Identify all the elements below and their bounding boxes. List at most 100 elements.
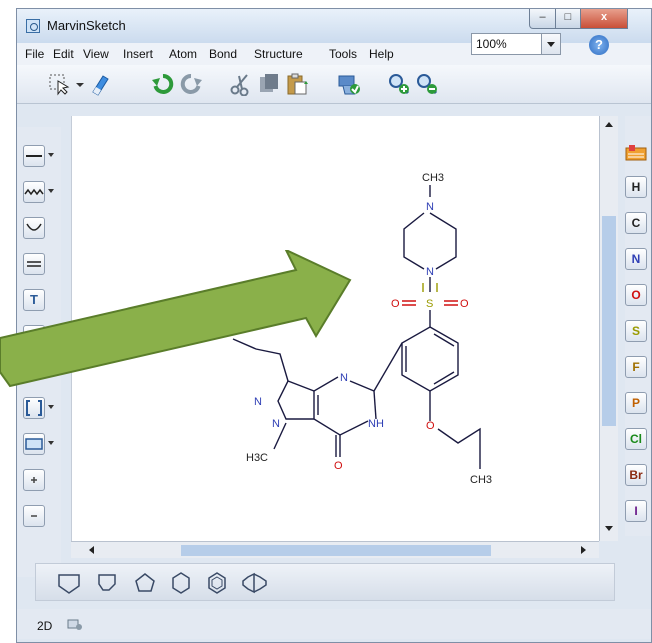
scroll-left-icon[interactable]	[89, 546, 94, 554]
canvas-vertical-scrollbar[interactable]	[599, 116, 618, 541]
scroll-up-icon[interactable]	[605, 122, 613, 127]
bracket-tool[interactable]	[23, 397, 45, 419]
pyrazole-n1-label: N	[254, 396, 262, 408]
pyrimidine-n-label: N	[340, 372, 348, 384]
atom-br-label: Br	[629, 468, 643, 482]
carbonyl-o-label: O	[334, 460, 343, 472]
atom-p-label: P	[631, 396, 640, 410]
shape-dropdown-icon[interactable]	[48, 441, 54, 445]
sulfonyl-o-left-label: O	[391, 298, 400, 310]
paste-icon[interactable]	[285, 72, 309, 96]
ether-o-label: O	[426, 420, 435, 432]
atom-c-button[interactable]: C	[625, 212, 647, 234]
menu-insert[interactable]: Insert	[123, 47, 154, 61]
bracket-icon	[26, 400, 42, 416]
redo-icon[interactable]	[179, 72, 203, 96]
piperazine-n1-label: N	[426, 201, 434, 213]
eraser-icon[interactable]	[87, 72, 111, 96]
menu-view[interactable]: View	[83, 47, 109, 61]
menu-bond[interactable]: Bond	[209, 47, 238, 61]
copy-icon[interactable]	[257, 72, 281, 96]
clean-structure-icon[interactable]	[337, 72, 361, 96]
status-bar: 2D	[17, 609, 651, 639]
ring-template-toolbar	[35, 563, 615, 601]
pyrazole-n2-label: N	[272, 418, 280, 430]
minus-charge-icon	[31, 515, 37, 517]
canvas-horizontal-scrollbar[interactable]	[71, 541, 599, 558]
amide-nh-label: NH	[368, 418, 384, 430]
charge-minus-tool[interactable]	[23, 505, 45, 527]
molecule-structure: CH3 N N S O O N N N NH H3C O O CH3	[232, 172, 492, 486]
menu-structure[interactable]: Structure	[254, 47, 303, 61]
vertical-scroll-thumb[interactable]	[602, 216, 616, 426]
menu-tools[interactable]: Tools	[329, 47, 358, 61]
ch3-top-label: CH3	[422, 172, 444, 184]
naphthalene-ring-icon[interactable]	[240, 570, 270, 596]
atom-c-label: C	[631, 216, 641, 230]
rectangle-icon	[25, 438, 43, 450]
zoom-select[interactable]: 100%	[471, 33, 561, 55]
atom-n-label: N	[631, 252, 641, 266]
maximize-button[interactable]: □	[555, 9, 581, 29]
select-tool-icon[interactable]	[47, 72, 71, 96]
close-button[interactable]: x	[580, 9, 628, 29]
periodic-table-icon[interactable]	[625, 144, 647, 164]
text-tool[interactable]: T	[23, 289, 45, 311]
atom-s-button[interactable]: S	[625, 320, 647, 342]
bracket-dropdown-icon[interactable]	[48, 405, 54, 409]
atom-cl-button[interactable]: Cl	[625, 428, 647, 450]
menu-file[interactable]: File	[25, 47, 45, 61]
scroll-right-icon[interactable]	[581, 546, 586, 554]
atom-p-button[interactable]: P	[625, 392, 647, 414]
status-settings-icon[interactable]	[67, 617, 83, 631]
zoom-out-icon[interactable]	[415, 72, 439, 96]
bond-dropdown-icon[interactable]	[48, 153, 54, 157]
atom-br-button[interactable]: Br	[625, 464, 647, 486]
text-tool-label: T	[30, 292, 38, 307]
maximize-icon: □	[564, 11, 572, 23]
atom-cl-label: Cl	[630, 432, 642, 446]
zoom-dropdown-icon[interactable]	[541, 34, 560, 54]
cut-icon[interactable]	[229, 72, 253, 96]
atom-palette: H C N O S F P Cl Br I	[625, 116, 651, 536]
benzene-ring-icon[interactable]	[204, 570, 230, 596]
piperazine-n2-label: N	[426, 266, 434, 278]
hexagon-ring-icon[interactable]	[168, 570, 194, 596]
zoom-in-icon[interactable]	[387, 72, 411, 96]
charge-plus-tool[interactable]	[23, 469, 45, 491]
menu-help[interactable]: Help	[369, 47, 394, 61]
atom-n-button[interactable]: N	[625, 248, 647, 270]
pentagon-ring-icon[interactable]	[132, 570, 158, 596]
chain-dropdown-icon[interactable]	[48, 189, 54, 193]
cyclopentane-ring-icon[interactable]	[56, 570, 82, 596]
horizontal-scroll-thumb[interactable]	[181, 545, 491, 556]
atom-i-button[interactable]: I	[625, 500, 647, 522]
double-bond-tool[interactable]	[23, 253, 45, 275]
atom-h-button[interactable]: H	[625, 176, 647, 198]
scroll-down-icon[interactable]	[605, 526, 613, 531]
atom-s-label: S	[631, 324, 640, 338]
rectangle-tool[interactable]	[23, 433, 45, 455]
title-bar[interactable]: MarvinSketch – □ x	[17, 9, 651, 43]
close-icon: x	[600, 11, 608, 23]
atom-f-button[interactable]: F	[625, 356, 647, 378]
main-toolbar	[17, 65, 651, 104]
help-button[interactable]: ?	[589, 35, 609, 55]
annotation-arrow	[0, 250, 352, 388]
menu-edit[interactable]: Edit	[53, 47, 74, 61]
minimize-button[interactable]: –	[529, 9, 556, 29]
select-dropdown-arrow-icon[interactable]	[75, 72, 85, 96]
atom-o-label: O	[631, 288, 641, 302]
atom-o-button[interactable]: O	[625, 284, 647, 306]
menu-atom[interactable]: Atom	[169, 47, 198, 61]
undo-icon[interactable]	[151, 72, 175, 96]
marvin-app-icon	[26, 19, 40, 33]
cyclohexane-chair-icon[interactable]	[94, 570, 120, 596]
plus-charge-icon	[31, 477, 37, 483]
single-bond-tool[interactable]	[23, 145, 45, 167]
chain-tool[interactable]	[23, 181, 45, 203]
sulfonyl-o-right-label: O	[460, 298, 469, 310]
bracket-bond-tool[interactable]	[23, 217, 45, 239]
n-methyl-label: H3C	[246, 452, 268, 464]
dimension-mode-label: 2D	[37, 619, 53, 633]
